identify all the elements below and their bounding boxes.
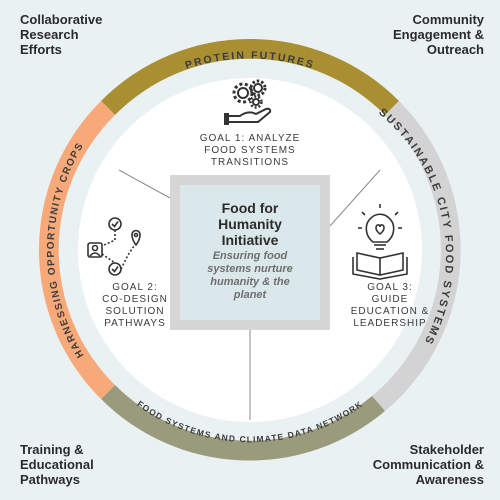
goal-2-label: GOAL 2: CO-DESIGN SOLUTION PATHWAYS	[102, 282, 168, 329]
corner-label-training-pathways: Training & Educational Pathways	[20, 442, 94, 487]
corner-label-stakeholder-communication: Stakeholder Communication & Awareness	[372, 442, 484, 487]
divider-left	[118, 169, 171, 199]
center-subtitle: Ensuring food systems nurture humanity &…	[207, 250, 293, 301]
ring-segment-opportunity-crops	[38, 101, 116, 399]
pathway-icon	[87, 217, 141, 276]
goal-1-label: GOAL 1: ANALYZE FOOD SYSTEMS TRANSITIONS	[199, 133, 301, 168]
lightbulb-book-icon	[352, 204, 408, 280]
goal-3-label: GOAL 3: GUIDE EDUCATION & LEADERSHIP	[350, 282, 430, 329]
ring-segment-sustainable-city	[372, 101, 461, 411]
corner-label-community-engagement: Community Engagement & Outreach	[392, 12, 484, 57]
gears-hand-icon	[224, 79, 272, 125]
center-title: Food for Humanity Initiative	[218, 200, 282, 248]
ring-segment-climate-data-network	[101, 385, 385, 461]
center-panel	[180, 185, 320, 320]
corner-label-collaborative-research: Collaborative Research Efforts	[20, 12, 103, 57]
divider-right	[329, 169, 381, 227]
ring-segment-protein-futures	[101, 38, 399, 115]
